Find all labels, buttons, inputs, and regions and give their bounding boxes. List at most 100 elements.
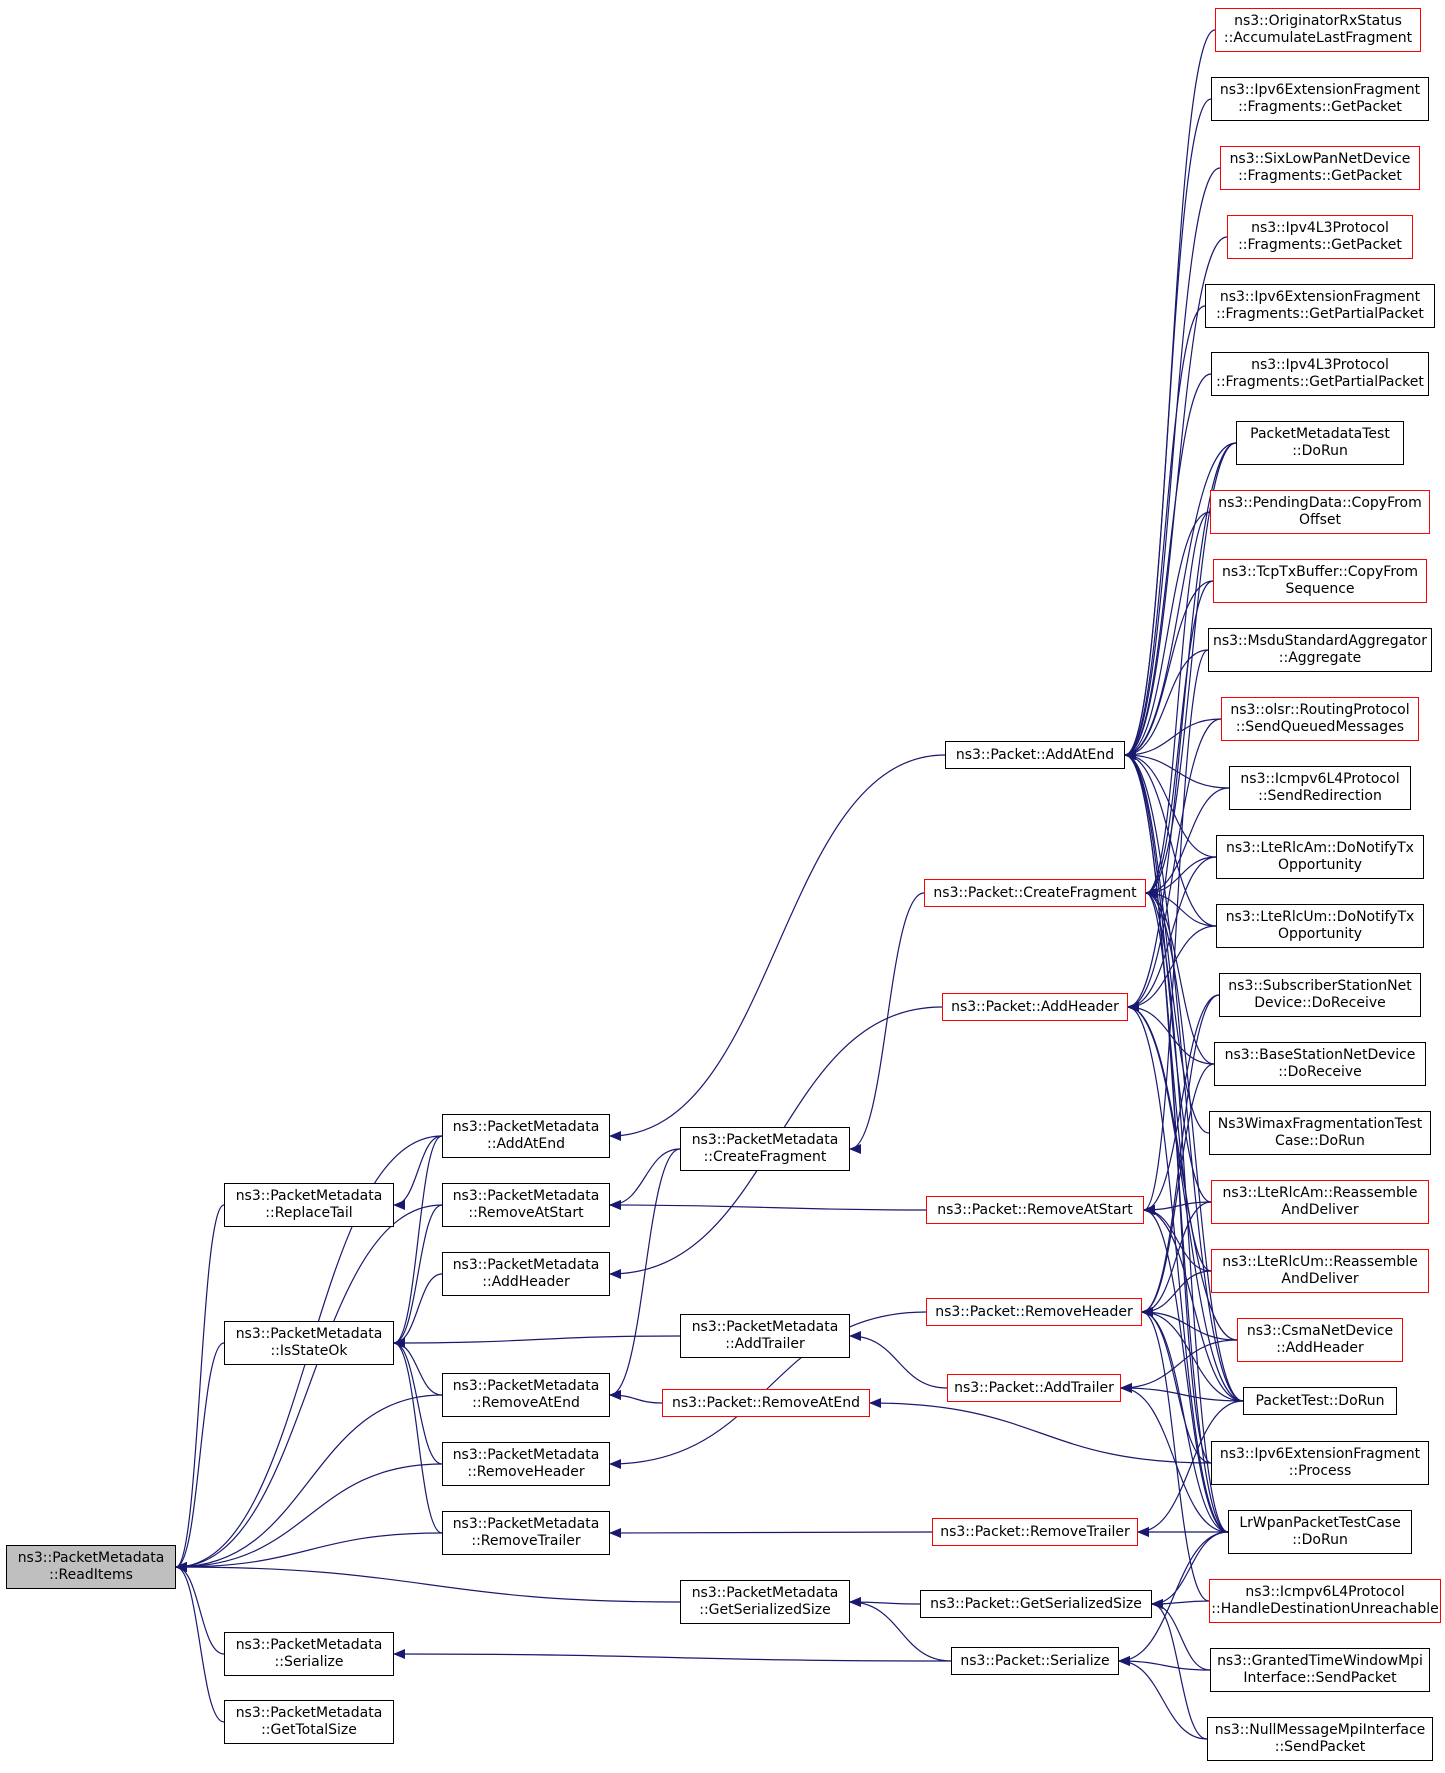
node-label-line: ::Serialize [274,1654,344,1670]
edge-r-ipv6frag-getpacket-to-p-addatend [1124,98,1212,760]
node-label-line: ns3::LteRlcUm::DoNotifyTx [1225,909,1415,925]
node-r-lrwpan[interactable]: LrWpanPacketTestCase::DoRun [1228,1510,1412,1554]
node-r-olsr[interactable]: ns3::olsr::RoutingProtocol::SendQueuedMe… [1221,697,1419,741]
node-pm-gettotalsize[interactable]: ns3::PacketMetadata::GetTotalSize [224,1700,394,1744]
node-p-removetrailer[interactable]: ns3::Packet::RemoveTrailer [932,1518,1138,1546]
edge-r-wimaxfrag-to-p-addatend [1124,750,1210,1134]
node-label-line: ns3::BaseStationNetDevice [1224,1047,1416,1063]
node-label-line: Interface::SendPacket [1243,1670,1397,1686]
node-pm-removeatend[interactable]: ns3::PacketMetadata::RemoveAtEnd [442,1373,610,1417]
node-pm-serialize[interactable]: ns3::PacketMetadata::Serialize [224,1632,394,1676]
node-pm-replacetail[interactable]: ns3::PacketMetadata::ReplaceTail [224,1183,394,1227]
edge-pm-removeheader-to-pm-isstateok [393,1338,443,1465]
edge-r-lrwpan-to-p-removeatstart [1143,1205,1229,1533]
node-label-line: PacketTest::DoRun [1255,1392,1385,1409]
node-label-line: ::AddAtEnd [487,1136,565,1152]
node-label-line: ::HandleDestinationUnreachable [1211,1601,1439,1617]
node-label-line: ::AddHeader [1276,1340,1364,1356]
node-label-line: ::GetTotalSize [261,1722,357,1738]
node-p-createfragment[interactable]: ns3::Packet::CreateFragment [924,879,1146,907]
edge-r-packettest-to-p-removetrailer [1137,1400,1244,1537]
node-r-nullmessage[interactable]: ns3::NullMessageMpiInterface::SendPacket [1207,1717,1433,1761]
node-r-ipv4l3-partial[interactable]: ns3::Ipv4L3Protocol::Fragments::GetParti… [1211,352,1429,396]
node-r-ipv6frag-partial[interactable]: ns3::Ipv6ExtensionFragment::Fragments::G… [1205,284,1435,328]
node-p-serialize[interactable]: ns3::Packet::Serialize [951,1647,1119,1675]
node-label-line: ns3::LteRlcAm::DoNotifyTx [1226,840,1414,856]
node-label-line: ns3::PacketMetadata [691,1132,839,1148]
node-label-line: ::DoReceive [1278,1064,1362,1080]
edge-r-pmtest-to-p-createfragment [1145,442,1237,898]
node-r-pmtest[interactable]: PacketMetadataTest::DoRun [1236,421,1404,465]
node-label-line: ns3::Icmpv6L4Protocol [1240,771,1400,787]
node-label-line: ns3::Ipv4L3Protocol [1251,220,1389,236]
edge-r-lrwpan-to-p-addheader [1127,1002,1229,1533]
edge-r-lterlcam-tx-to-p-addheader [1127,856,1217,1012]
node-pm-removeheader[interactable]: ns3::PacketMetadata::RemoveHeader [442,1442,610,1486]
node-label-line: ::AddHeader [482,1274,570,1290]
node-label-line: ::RemoveAtStart [468,1205,584,1221]
node-readitems: ns3::PacketMetadata::ReadItems [6,1545,176,1589]
node-label-line: ns3::MsduStandardAggregator [1212,633,1428,649]
edge-r-grantedtime-to-p-getserializedsize [1151,1599,1211,1671]
node-pm-addheader[interactable]: ns3::PacketMetadata::AddHeader [442,1252,610,1296]
node-p-removeheader[interactable]: ns3::Packet::RemoveHeader [926,1298,1142,1326]
node-r-basestation[interactable]: ns3::BaseStationNetDevice::DoReceive [1214,1042,1426,1086]
node-label-line: ns3::Packet::RemoveHeader [935,1303,1133,1320]
edge-r-ipv6frag-process-to-p-removeatend [869,1398,1212,1464]
node-pm-removeatstart[interactable]: ns3::PacketMetadata::RemoveAtStart [442,1183,610,1227]
node-r-packettest[interactable]: PacketTest::DoRun [1243,1387,1397,1415]
node-r-csma[interactable]: ns3::CsmaNetDevice::AddHeader [1237,1318,1403,1362]
node-pm-addatend[interactable]: ns3::PacketMetadata::AddAtEnd [442,1114,610,1158]
node-r-icmpv6-redirect[interactable]: ns3::Icmpv6L4Protocol::SendRedirection [1229,766,1411,810]
node-r-originator[interactable]: ns3::OriginatorRxStatus::AccumulateLastF… [1215,8,1421,52]
edge-r-subscriber-to-p-removeheader [1141,994,1220,1317]
edge-r-packettest-to-p-removeheader [1141,1307,1244,1402]
node-pm-createfragment[interactable]: ns3::PacketMetadata::CreateFragment [680,1127,850,1171]
edge-pm-removeatstart-to-readitems [175,1204,443,1572]
node-r-ipv6frag-process[interactable]: ns3::Ipv6ExtensionFragment::Process [1211,1441,1429,1485]
edge-r-ipv6frag-process-to-p-createfragment [1145,888,1212,1464]
node-label-line: ns3::Packet::GetSerializedSize [930,1595,1142,1612]
node-label-line: ::GetSerializedSize [699,1602,831,1618]
node-label-line: ns3::CsmaNetDevice [1246,1323,1394,1339]
node-label-line: ns3::LteRlcUm::Reassemble [1222,1254,1418,1270]
node-p-removeatstart[interactable]: ns3::Packet::RemoveAtStart [926,1196,1144,1224]
node-pm-addtrailer[interactable]: ns3::PacketMetadata::AddTrailer [680,1314,850,1358]
node-r-icmpv6-unreach[interactable]: ns3::Icmpv6L4Protocol::HandleDestination… [1209,1579,1441,1623]
edge-r-msdu-to-p-addatend [1124,649,1209,760]
node-p-removeatend[interactable]: ns3::Packet::RemoveAtEnd [662,1389,870,1417]
node-pm-getserializedsize[interactable]: ns3::PacketMetadata::GetSerializedSize [680,1580,850,1624]
node-label-line: ns3::PacketMetadata [452,1378,600,1394]
edge-r-ipv6frag-partial-to-p-addatend [1124,305,1206,760]
node-p-addtrailer[interactable]: ns3::Packet::AddTrailer [947,1374,1121,1402]
node-p-getserializedsize[interactable]: ns3::Packet::GetSerializedSize [920,1590,1152,1618]
node-r-ipv6frag-getpacket[interactable]: ns3::Ipv6ExtensionFragment::Fragments::G… [1211,77,1429,121]
edge-pm-createfragment-to-pm-removeatend [609,1148,681,1400]
node-r-ipv4l3-getpacket[interactable]: ns3::Ipv4L3Protocol::Fragments::GetPacke… [1227,215,1413,259]
edge-r-lterlcam-reasm-to-p-removeheader [1141,1201,1212,1317]
edge-r-nullmessage-to-p-getserializedsize [1151,1599,1208,1740]
edge-r-basestation-to-p-removeheader [1141,1063,1215,1317]
node-pm-removetrailer[interactable]: ns3::PacketMetadata::RemoveTrailer [442,1511,610,1555]
edge-pm-replacetail-to-readitems [175,1204,225,1572]
node-r-msdu[interactable]: ns3::MsduStandardAggregator::Aggregate [1208,628,1432,672]
node-p-addatend[interactable]: ns3::Packet::AddAtEnd [945,741,1125,769]
node-r-sixlowpan[interactable]: ns3::SixLowPanNetDevice::Fragments::GetP… [1220,146,1420,190]
node-label-line: Case::DoRun [1275,1133,1365,1149]
edge-p-serialize-to-pm-getserializedsize [849,1597,952,1662]
node-label-line: ::SendRedirection [1258,788,1382,804]
node-pm-isstateok[interactable]: ns3::PacketMetadata::IsStateOk [224,1321,394,1365]
node-label-line: AndDeliver [1281,1202,1359,1218]
node-p-addheader[interactable]: ns3::Packet::AddHeader [942,993,1128,1021]
edge-r-packettest-to-p-addatend [1124,750,1244,1402]
edge-pm-addtrailer-to-pm-isstateok [393,1335,681,1348]
